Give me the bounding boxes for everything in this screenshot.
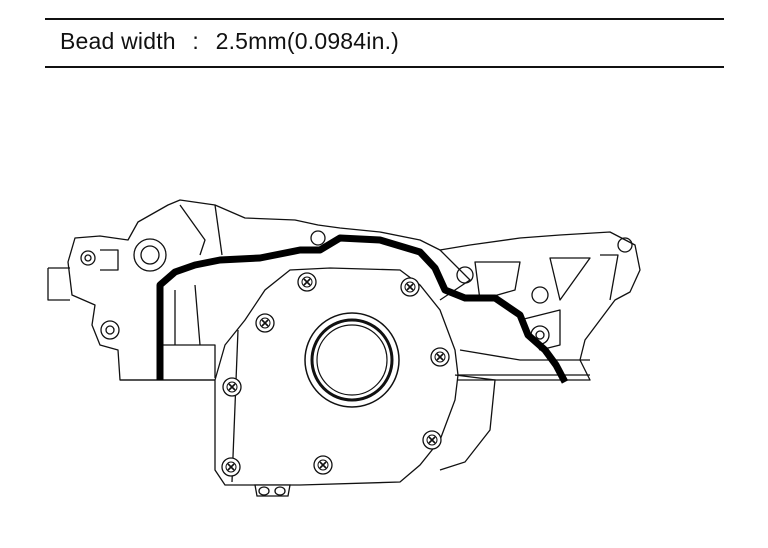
inner-ribs-left [174, 284, 201, 346]
drain-detail [254, 484, 291, 497]
lower-flange-right [459, 349, 590, 361]
bolt-icon [221, 457, 241, 477]
hole-left-1-inner [84, 254, 92, 262]
bolt-icon [297, 272, 317, 292]
boss-large-left [133, 238, 167, 272]
bead-width-label: Bead width [60, 28, 176, 54]
right-window-2 [549, 257, 591, 301]
caption-separator: : [192, 28, 199, 54]
bolt-icon [222, 377, 242, 397]
upper-rib [179, 204, 206, 256]
header-top-rule [45, 18, 724, 20]
sealant-bead [156, 234, 569, 384]
seal-bore [304, 312, 400, 408]
bolt-icon [313, 455, 333, 475]
hole-right-3 [617, 237, 633, 253]
cover-bolts [221, 272, 450, 477]
bore-inner [316, 324, 388, 396]
drain-hole-1 [258, 486, 270, 496]
pump-cover [214, 267, 496, 486]
hole-right-2 [531, 286, 549, 304]
right-window-1 [474, 261, 521, 301]
left-boss [100, 249, 119, 271]
bead-width-value: 2.5mm(0.0984in.) [215, 28, 400, 54]
housing-outline [47, 199, 641, 381]
left-tab [47, 267, 70, 301]
right-rib [600, 254, 619, 301]
hole-left-2 [100, 320, 120, 340]
bore-seal [310, 318, 394, 402]
bore-outer [304, 312, 400, 408]
cover-plate-outline [214, 267, 459, 486]
housing-holes [80, 230, 633, 345]
bead-width-caption: Bead width : 2.5mm(0.0984in.) [60, 28, 399, 55]
housing-silhouette [67, 199, 641, 381]
hole-left-2-inner [105, 325, 115, 335]
bolt-icon [430, 347, 450, 367]
hole-top-center [310, 230, 326, 246]
drain-hole-2 [274, 486, 286, 496]
bolt-icon [422, 430, 442, 450]
lower-flange-left [160, 344, 216, 378]
hole-right-4-inner [535, 330, 545, 340]
header-bottom-rule [45, 66, 724, 68]
cover-inner-edge [231, 329, 239, 483]
hole-right-1 [456, 266, 474, 284]
hole-left-1 [80, 250, 96, 266]
bolt-icon [255, 313, 275, 333]
hole-large-left [140, 245, 160, 265]
bolt-icon [400, 277, 420, 297]
upper-rib-2 [214, 204, 223, 256]
cover-side-flange [439, 374, 496, 471]
